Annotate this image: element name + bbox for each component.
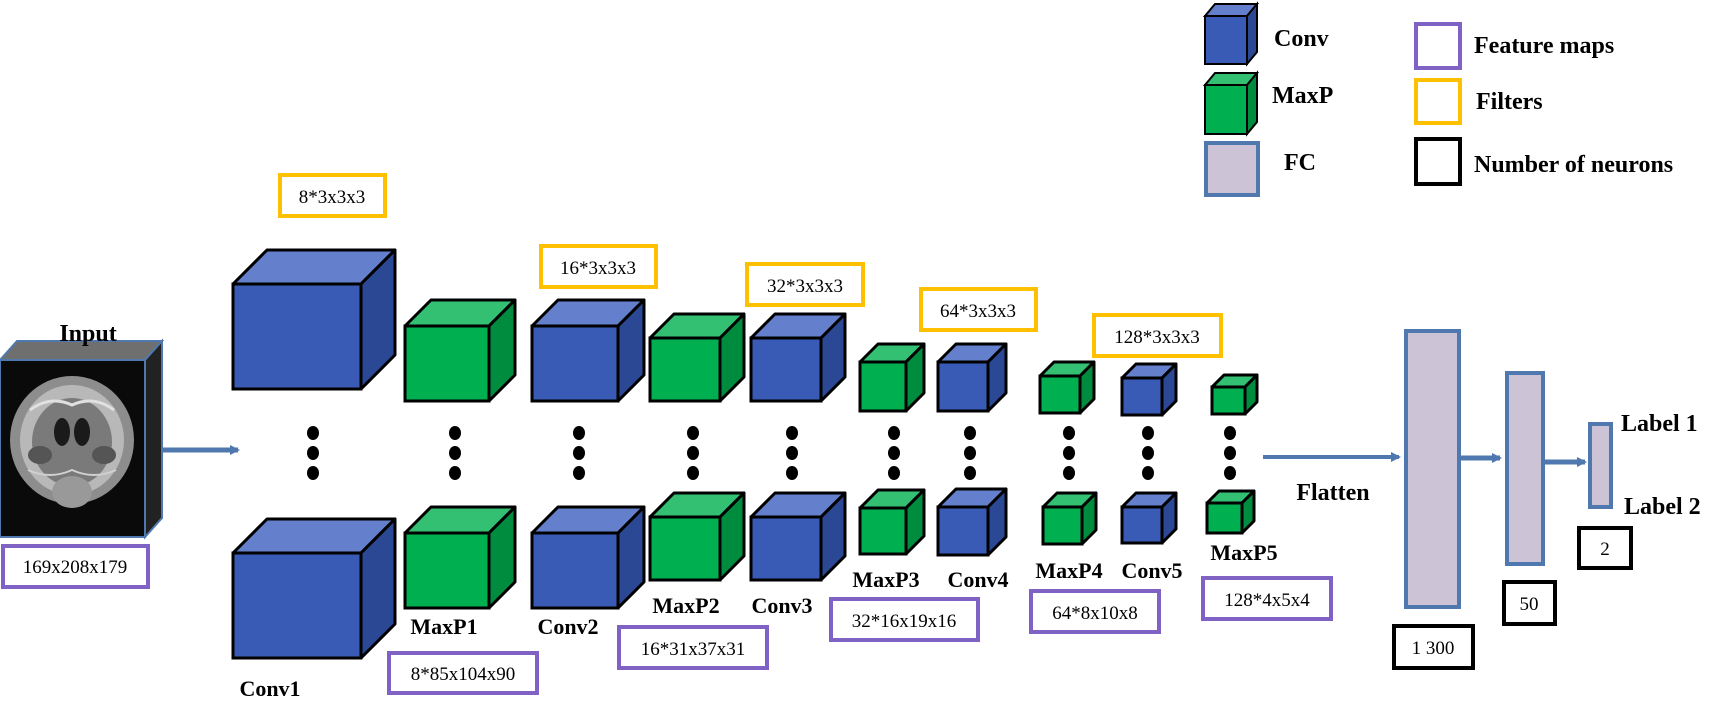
conv3-label: Conv3 — [751, 593, 812, 618]
maxp5-bottom-cube — [1205, 489, 1256, 535]
legend-filters-label: Filters — [1476, 89, 1543, 115]
conv1-filter-label: 8*3x3x3 — [299, 187, 366, 208]
conv3-bottom-cube — [749, 491, 847, 582]
conv5-top-cube — [1120, 362, 1178, 417]
input-dims-label: 169x208x179 — [23, 557, 128, 578]
ellipsis-dots-10 — [1224, 426, 1236, 480]
conv2-filter-box: 16*3x3x3 — [539, 244, 658, 289]
maxp3-features-box: 32*16x19x16 — [829, 597, 980, 642]
conv2-top-cube — [530, 298, 646, 403]
legend-filters-swatch — [1414, 78, 1462, 125]
maxp4-top-cube — [1038, 360, 1096, 415]
conv3-top-cube — [749, 312, 847, 403]
maxp2-label: MaxP2 — [652, 593, 719, 618]
conv3-filter-label: 32*3x3x3 — [767, 276, 843, 297]
ellipsis-dots-7 — [964, 426, 976, 480]
conv4-filter-label: 64*3x3x3 — [940, 301, 1016, 322]
input-dims-box: 169x208x179 — [1, 544, 150, 589]
maxp5-label: MaxP5 — [1210, 540, 1277, 565]
maxp5-features-label: 128*4x5x4 — [1224, 590, 1310, 611]
maxp2-top-cube — [648, 312, 746, 403]
output-label-1: Label 1 — [1621, 411, 1698, 437]
input-title: Input — [59, 321, 116, 347]
conv5-label: Conv5 — [1121, 558, 1182, 583]
legend-neurons-swatch — [1414, 137, 1462, 186]
legend-maxp-label: MaxP — [1272, 83, 1333, 109]
fc2-neurons-label: 50 — [1520, 594, 1539, 615]
legend: Conv MaxP FC Feature maps Filters Number… — [1202, 1, 1673, 197]
maxp3-label: MaxP3 — [852, 567, 919, 592]
maxp2-features-label: 16*31x37x31 — [641, 639, 746, 660]
fc3-block — [1588, 422, 1613, 509]
flatten-label: Flatten — [1296, 480, 1369, 506]
legend-maxp-swatch — [1202, 70, 1260, 137]
legend-feature-maps-swatch — [1414, 22, 1462, 70]
conv1-filter-box: 8*3x3x3 — [278, 173, 387, 218]
fc1-neurons-label: 1 300 — [1412, 638, 1455, 659]
conv3-filter-box: 32*3x3x3 — [745, 262, 865, 307]
input-volume — [0, 338, 165, 540]
maxp1-features-box: 8*85x104x90 — [387, 651, 539, 695]
brain-mri-image — [0, 359, 146, 538]
fc2-neurons-box: 50 — [1502, 580, 1557, 626]
fc1-neurons-box: 1 300 — [1392, 624, 1475, 670]
fc2-block — [1505, 371, 1545, 566]
maxp1-bottom-cube — [403, 505, 517, 610]
output-label-2: Label 2 — [1624, 494, 1701, 520]
conv5-filter-box: 128*3x3x3 — [1092, 313, 1223, 358]
legend-fc-swatch — [1204, 141, 1260, 197]
maxp4-features-box: 64*8x10x8 — [1029, 589, 1161, 634]
ellipsis-dots-4 — [687, 426, 699, 480]
conv2-bottom-cube — [530, 505, 646, 610]
ellipsis-dots-1 — [307, 426, 319, 480]
conv2-label: Conv2 — [537, 614, 598, 639]
fc1-block — [1404, 329, 1461, 609]
conv1-top-cube — [231, 248, 397, 391]
maxp2-features-box: 16*31x37x31 — [617, 625, 769, 670]
conv1-bottom-cube — [231, 517, 397, 660]
conv4-filter-box: 64*3x3x3 — [919, 287, 1038, 332]
ellipsis-dots-8 — [1063, 426, 1075, 480]
maxp5-top-cube — [1210, 373, 1259, 416]
conv5-bottom-cube — [1120, 491, 1178, 545]
conv1-label: Conv1 — [239, 676, 300, 701]
conv4-bottom-cube — [936, 487, 1008, 557]
maxp1-label: MaxP1 — [410, 614, 477, 639]
conv4-top-cube — [936, 342, 1008, 413]
legend-fc-label: FC — [1284, 150, 1316, 176]
maxp1-features-label: 8*85x104x90 — [411, 664, 516, 685]
legend-conv-swatch — [1202, 1, 1260, 67]
maxp4-label: MaxP4 — [1035, 558, 1102, 583]
legend-neurons-label: Number of neurons — [1474, 152, 1673, 178]
conv4-label: Conv4 — [947, 567, 1008, 592]
ellipsis-dots-6 — [888, 426, 900, 480]
legend-feature-maps-label: Feature maps — [1474, 33, 1614, 59]
maxp3-bottom-cube — [858, 488, 926, 556]
maxp5-features-box: 128*4x5x4 — [1201, 576, 1333, 621]
maxp1-top-cube — [403, 298, 517, 403]
maxp3-top-cube — [858, 342, 926, 413]
ellipsis-dots-2 — [449, 426, 461, 480]
fc3-neurons-box: 2 — [1577, 526, 1633, 570]
maxp4-bottom-cube — [1041, 491, 1098, 546]
maxp4-features-label: 64*8x10x8 — [1052, 603, 1138, 624]
conv5-filter-label: 128*3x3x3 — [1114, 327, 1200, 348]
conv2-filter-label: 16*3x3x3 — [560, 258, 636, 279]
fc3-neurons-label: 2 — [1600, 539, 1610, 560]
legend-conv-label: Conv — [1274, 26, 1329, 52]
ellipsis-dots-5 — [786, 426, 798, 480]
ellipsis-dots-3 — [573, 426, 585, 480]
maxp3-features-label: 32*16x19x16 — [852, 611, 957, 632]
ellipsis-dots-9 — [1142, 426, 1154, 480]
maxp2-bottom-cube — [648, 491, 746, 582]
